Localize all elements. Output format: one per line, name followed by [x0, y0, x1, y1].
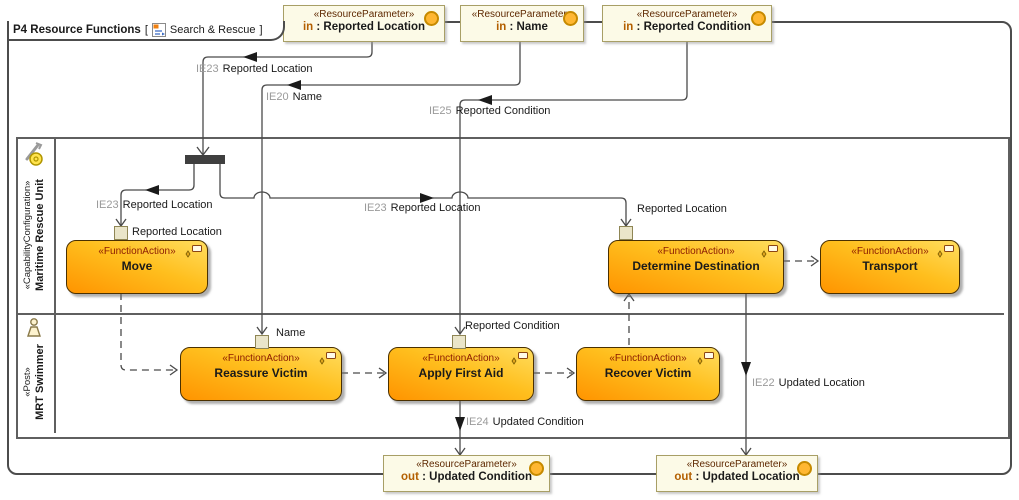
- action-apply-first-aid[interactable]: «FunctionAction» Apply First Aid: [388, 347, 534, 401]
- behavior-icon: [183, 244, 203, 266]
- arrowhead-ie20: [287, 80, 301, 90]
- param-direction: out: [401, 471, 419, 483]
- param-stereotype: «ResourceParameter»: [416, 459, 517, 470]
- param-stereotype: «ResourceParameter»: [636, 9, 738, 20]
- bracket-open: [: [144, 23, 148, 36]
- activity-diagram-icon: [151, 22, 166, 37]
- param-stereotype: «ResourceParameter»: [471, 9, 573, 20]
- parameter-circle-icon: [424, 11, 439, 26]
- diagram-kind: Search & Rescue: [169, 23, 256, 36]
- param-label: : Updated Location: [695, 471, 800, 483]
- pin-dd-reported-location[interactable]: [619, 226, 633, 240]
- arrow-into-dd-bottom: [623, 292, 635, 302]
- action-determine-destination-label: Determine Destination: [632, 259, 760, 273]
- arrow-into-apply-pin: [454, 326, 466, 336]
- lane-mrt-swimmer[interactable]: «Post» MRT Swimmer: [16, 313, 54, 435]
- action-stereotype: «FunctionAction»: [422, 353, 500, 364]
- param-label: : Reported Location: [316, 21, 426, 33]
- param-updated-location[interactable]: «ResourceParameter» out : Updated Locati…: [656, 455, 818, 492]
- behavior-icon: [759, 244, 779, 266]
- action-recover-victim-label: Recover Victim: [604, 366, 692, 380]
- pin-label-move: Reported Location: [132, 226, 222, 238]
- flow-fork-to-move-pin: [120, 164, 195, 225]
- action-transport-label: Transport: [862, 259, 918, 273]
- behavior-icon: [509, 351, 529, 373]
- flow-reported-location-to-fork: [202, 40, 373, 154]
- arrow-into-reassure: [169, 364, 179, 376]
- action-stereotype: «FunctionAction»: [222, 353, 300, 364]
- parameter-circle-icon: [529, 461, 544, 476]
- pin-reassure-name[interactable]: [255, 335, 269, 349]
- param-stereotype: «ResourceParameter»: [686, 459, 788, 470]
- pin-label-apply: Reported Condition: [465, 320, 560, 332]
- diagram-title: P4 Resource Functions: [13, 23, 141, 36]
- arrowhead-ie23-top: [243, 52, 257, 62]
- param-direction: out: [674, 471, 693, 483]
- param-reported-condition[interactable]: «ResourceParameter» in : Reported Condit…: [602, 5, 772, 42]
- param-label: : Name: [509, 21, 548, 33]
- param-direction: in: [623, 21, 634, 33]
- behavior-icon: [317, 351, 337, 373]
- action-reassure-victim-label: Reassure Victim: [214, 366, 308, 380]
- param-label: : Reported Condition: [636, 21, 751, 33]
- param-name[interactable]: «ResourceParameter» in : Name: [460, 5, 584, 42]
- action-stereotype: «FunctionAction»: [851, 246, 929, 257]
- pin-label-dd: Reported Location: [637, 203, 727, 215]
- flow-name-to-reassure-pin: [261, 40, 521, 334]
- flow-fork-to-dd-pin: [219, 164, 627, 225]
- param-direction: in: [302, 21, 314, 33]
- action-move[interactable]: «FunctionAction» Move: [66, 240, 208, 294]
- bracket-close: ]: [259, 23, 263, 36]
- param-stereotype: «ResourceParameter»: [313, 9, 415, 20]
- lane-divider: [18, 313, 1004, 315]
- fork-node[interactable]: [185, 155, 225, 164]
- action-determine-destination[interactable]: «FunctionAction» Determine Destination: [608, 240, 784, 294]
- behavior-icon: [695, 351, 715, 373]
- action-recover-victim[interactable]: «FunctionAction» Recover Victim: [576, 347, 720, 401]
- arrowhead-ie23-mid: [420, 193, 434, 203]
- action-transport[interactable]: «FunctionAction» Transport: [820, 240, 960, 294]
- param-updated-condition[interactable]: «ResourceParameter» out : Updated Condit…: [383, 455, 550, 492]
- arrowhead-ie23-left: [145, 185, 159, 195]
- flow-condition-to-apply-pin: [459, 40, 688, 334]
- param-reported-location[interactable]: «ResourceParameter» in : Reported Locati…: [283, 5, 445, 42]
- pin-label-reassure: Name: [276, 327, 306, 339]
- lane-headers-column: [18, 139, 56, 433]
- arrowhead-ie22: [741, 362, 751, 376]
- behavior-icon: [935, 244, 955, 266]
- arrow-into-reassure-pin: [256, 326, 268, 336]
- param-label: : Updated Condition: [422, 471, 532, 483]
- parameter-circle-icon: [751, 11, 766, 26]
- post-icon: [24, 317, 44, 344]
- pin-apply-reported-condition[interactable]: [452, 335, 466, 349]
- lane-maritime-rescue-unit[interactable]: «CapabilityConfiguration» Maritime Rescu…: [16, 137, 54, 313]
- arrowhead-ie25: [478, 95, 492, 105]
- diagram-title-tab[interactable]: P4 Resource Functions [ Search & Rescue …: [7, 21, 285, 41]
- flow-move-to-reassure: [120, 293, 175, 371]
- action-move-label: Move: [121, 259, 153, 273]
- param-direction: in: [496, 21, 507, 33]
- arrow-into-transport: [810, 255, 820, 267]
- action-reassure-victim[interactable]: «FunctionAction» Reassure Victim: [180, 347, 342, 401]
- arrowhead-ie24: [455, 417, 465, 431]
- capability-configuration-icon: [22, 140, 48, 173]
- arrow-into-apply: [378, 367, 388, 379]
- action-stereotype: «FunctionAction»: [657, 246, 735, 257]
- swimlanes: [16, 137, 1010, 439]
- action-stereotype: «FunctionAction»: [98, 246, 176, 257]
- parameter-circle-icon: [563, 11, 578, 26]
- parameter-circle-icon: [797, 461, 812, 476]
- arrow-into-recover: [566, 367, 576, 379]
- action-stereotype: «FunctionAction»: [609, 353, 687, 364]
- pin-move-reported-location[interactable]: [114, 226, 128, 240]
- action-apply-first-aid-label: Apply First Aid: [418, 366, 504, 380]
